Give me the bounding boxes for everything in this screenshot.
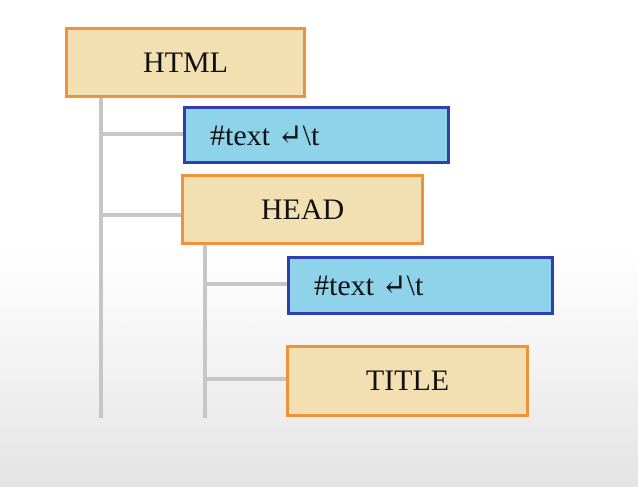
node-text-1-label: #text ↵\t xyxy=(210,118,320,152)
connector-html-trunk xyxy=(99,98,103,418)
node-title-label: TITLE xyxy=(365,364,450,397)
connector-html-to-text xyxy=(99,132,185,136)
node-html: HTML xyxy=(65,27,306,98)
node-head-label: HEAD xyxy=(260,192,345,226)
connector-head-trunk xyxy=(203,245,207,418)
node-html-label: HTML xyxy=(143,45,228,79)
node-head: HEAD xyxy=(181,174,424,245)
connector-head-to-title xyxy=(203,377,288,381)
connector-head-to-text xyxy=(203,282,289,286)
connector-html-to-head xyxy=(99,213,183,217)
node-text-2: #text ↵\t xyxy=(287,256,554,315)
node-text-1: #text ↵\t xyxy=(183,106,450,164)
node-text-2-label: #text ↵\t xyxy=(314,269,424,302)
node-title: TITLE xyxy=(286,345,529,417)
